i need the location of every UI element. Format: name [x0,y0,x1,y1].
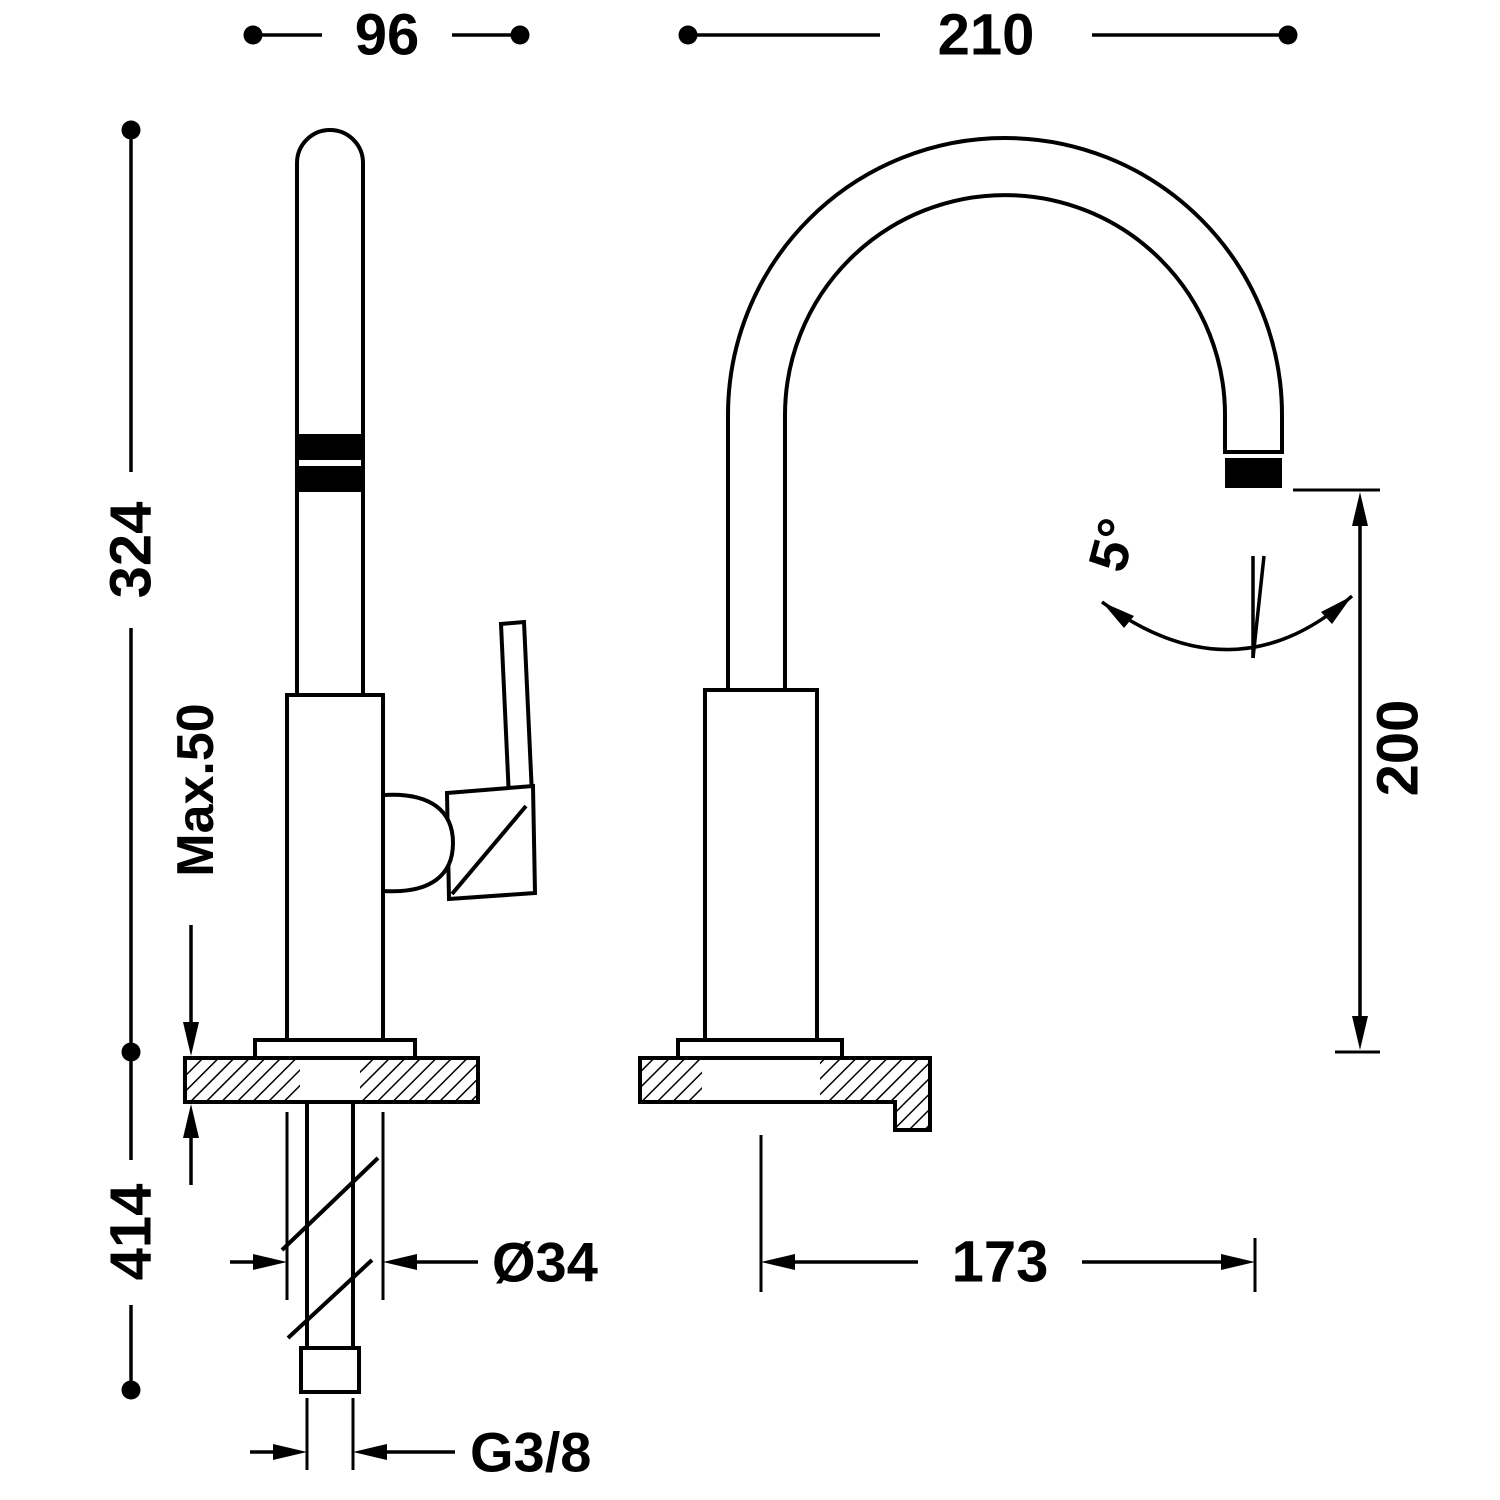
dim-g38-label: G3/8 [470,1421,591,1484]
spout-tip-band [1225,458,1282,488]
countertop-section-left [183,1056,480,1104]
dim-g38-arrow-right [273,1444,307,1460]
dim-diameter34: Ø34 [230,1112,598,1300]
shank-break-slash-1 [280,1156,380,1252]
dim-max50-arrow-down [183,1022,199,1056]
dim-5deg-arrow-left [1102,602,1134,628]
dim-414-label: 414 [99,1184,164,1281]
dim-414-dot-bottom [121,1380,141,1400]
handle-housing-detail-line [450,804,528,896]
dim-200-arrow-up [1352,492,1368,526]
dim-5deg-arc [1100,594,1354,652]
dim-200-arrow-down [1352,1016,1368,1050]
countertop-hatch-left-b [360,1058,478,1102]
countertop-section-right [638,1056,932,1132]
mounting-nut [299,1346,361,1394]
dim-max50-label: Max.50 [167,703,225,876]
dim-210-dot-right [1278,25,1298,45]
dim-200: 200 [1293,488,1431,1054]
dim-200-label: 200 [1366,700,1431,797]
dim-324-label: 324 [99,502,164,599]
dim-173-label: 173 [952,1230,1049,1295]
dim-max50-arrow-up [183,1104,199,1138]
dim-5deg-ref-tilted [1251,555,1266,659]
dim-5deg-arrow-right [1321,596,1352,624]
countertop-hatch-left-a [185,1058,300,1102]
gooseneck-spout [726,136,1284,695]
dim-96-dot-left [243,25,263,45]
countertop-hatch-right-a [640,1058,702,1102]
base-flange-front [676,1038,844,1060]
aerator-band-upper [297,434,363,460]
dim-g38: G3/8 [250,1398,591,1484]
countertop-hatch-right-step [895,1102,930,1130]
dim-max50: Max.50 [167,703,225,1185]
dim-d34-arrow-right [253,1254,287,1270]
faucet-front-view [638,136,1284,1132]
faucet-body-side [285,693,385,1044]
dim-324-dot-top [121,120,141,140]
dim-d34-label: Ø34 [492,1231,598,1294]
dim-96-label: 96 [355,3,420,68]
dim-210: 210 [678,3,1298,68]
dim-96: 96 [243,3,530,68]
dim-173: 173 [759,1135,1257,1295]
spout-tube [295,128,365,695]
dim-210-label: 210 [938,3,1035,68]
handle-joint [381,792,456,894]
dim-210-dot-left [678,25,698,45]
dim-324-dot-bottom [121,1042,141,1062]
aerator-band-lower [297,466,363,492]
dim-173-arrow-left [761,1254,795,1270]
dim-324: 324 [99,120,164,1062]
shank-break-slash-2 [286,1258,374,1340]
dim-d34-arrow-left [383,1254,417,1270]
dim-g38-arrow-left [353,1444,387,1460]
countertop-hatch-right-b [820,1058,930,1102]
faucet-side-view [183,128,538,1394]
dim-173-arrow-right [1221,1254,1255,1270]
faucet-body-front [703,688,819,1042]
dim-414: 414 [99,1061,164,1400]
base-flange-side [253,1038,417,1060]
dim-96-dot-right [510,25,530,45]
